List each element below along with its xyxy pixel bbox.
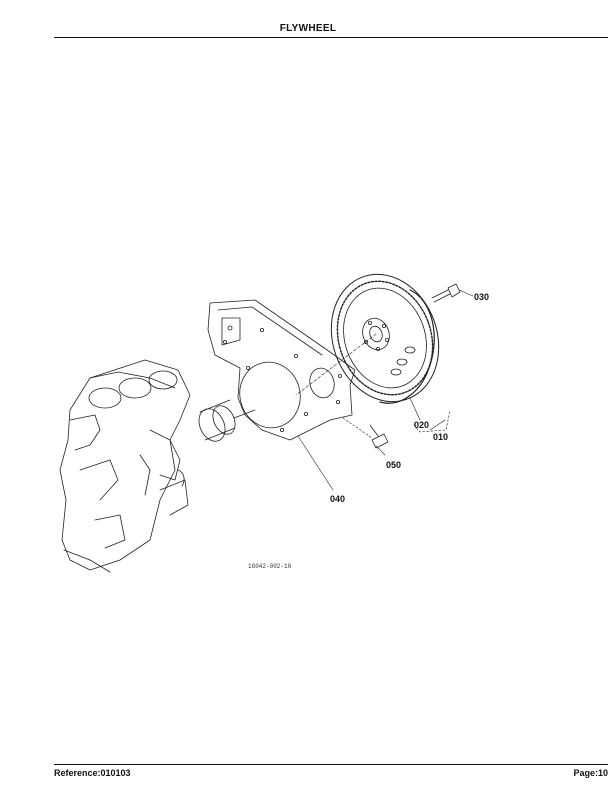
callout-040: 040 [330,494,345,504]
footer-divider [54,764,608,765]
callout-030: 030 [474,292,489,302]
flywheel-bolt-drawing [431,283,461,303]
flywheel-drawing [330,273,440,404]
plate-bolt-drawing [369,424,389,449]
callout-050: 050 [386,460,401,470]
reference-label: Reference:010103 [54,768,131,778]
page-number: Page:10 [573,768,608,778]
crankshaft-end-drawing [198,399,256,442]
callout-010: 010 [433,432,448,442]
engine-block-drawing [59,359,191,573]
callout-020: 020 [414,420,429,430]
figure-id: 1G042-002-10 [248,563,292,570]
header-divider [54,37,608,38]
flywheel-plate-drawing [207,299,356,441]
leader-lines [295,289,474,491]
page-title: FLYWHEEL [279,23,337,34]
